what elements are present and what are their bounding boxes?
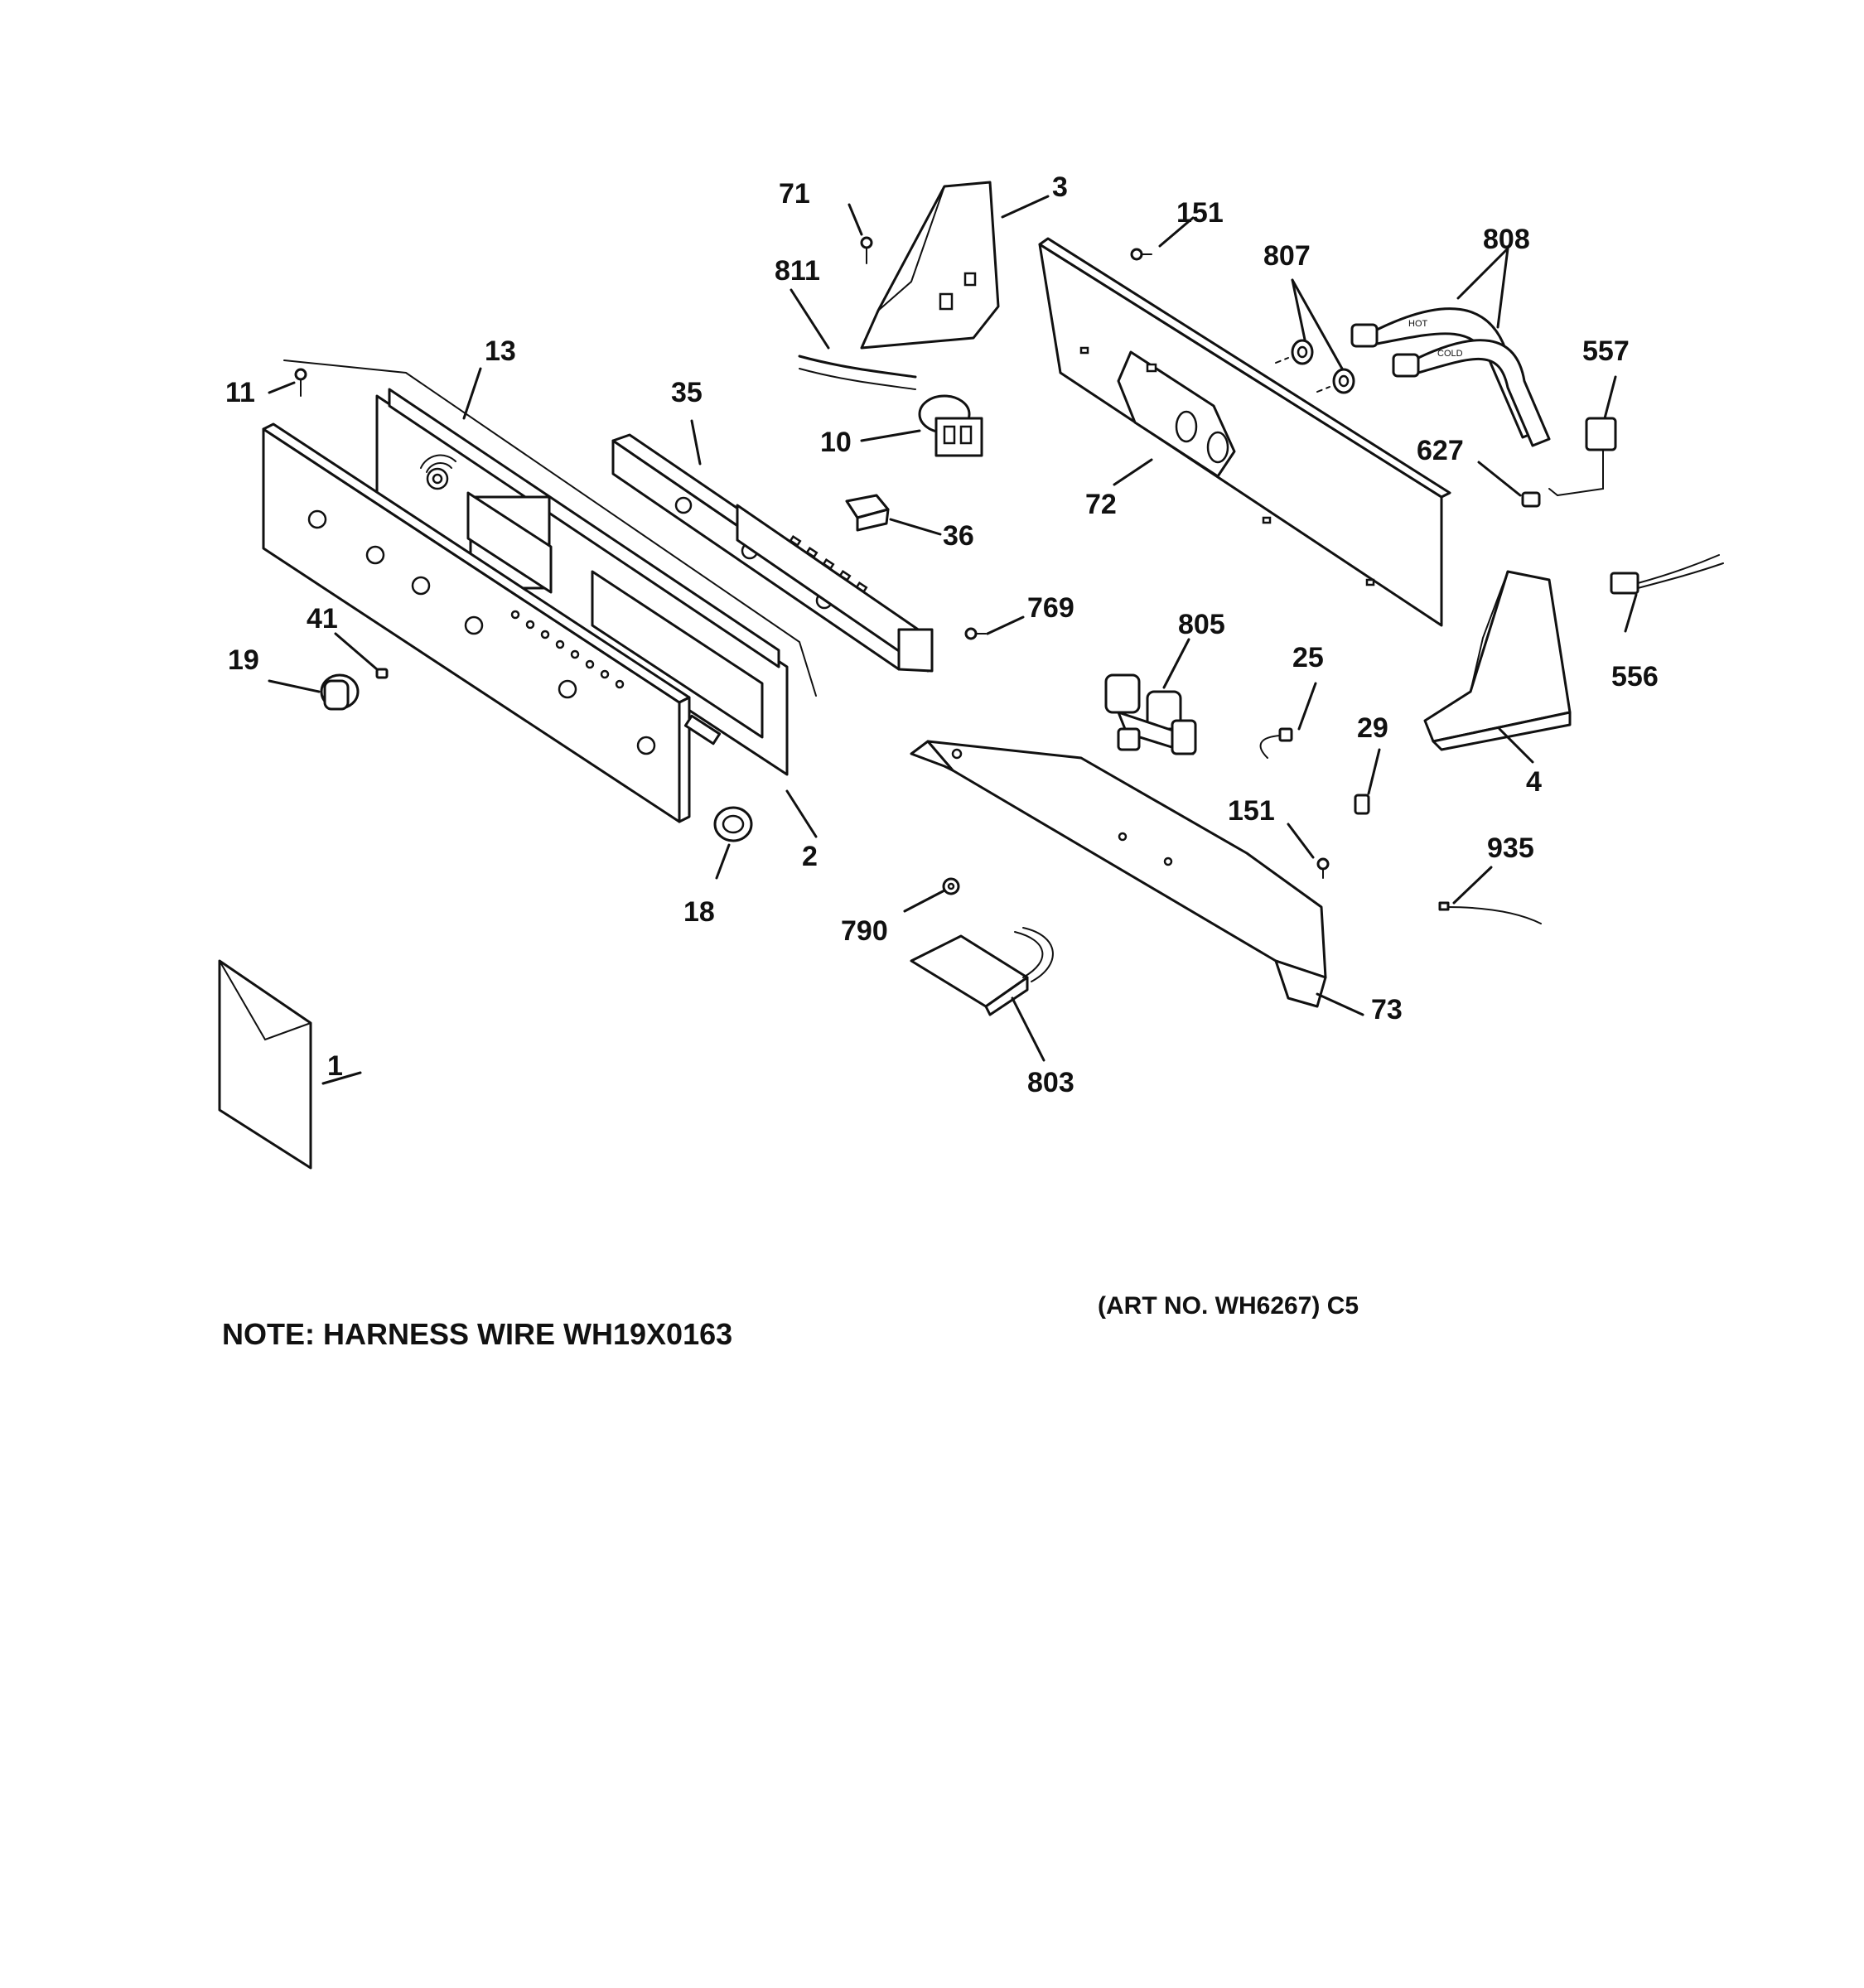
callout-151-lower: 151 bbox=[1228, 795, 1275, 827]
callout-19: 19 bbox=[228, 644, 259, 676]
callout-1: 1 bbox=[327, 1050, 343, 1082]
part-790-clamp bbox=[942, 877, 960, 895]
harness-wire-note: NOTE: HARNESS WIRE WH19X0163 bbox=[222, 1317, 733, 1351]
part-556-connector bbox=[1610, 554, 1724, 595]
part-18-grommet bbox=[713, 806, 753, 842]
callout-25: 25 bbox=[1292, 642, 1324, 673]
part-4-end-cap-right bbox=[1423, 570, 1572, 751]
callout-4: 4 bbox=[1526, 766, 1542, 798]
callout-811: 811 bbox=[775, 255, 820, 287]
callout-18: 18 bbox=[683, 896, 715, 928]
part-11-screw bbox=[294, 368, 307, 397]
part-151-screw-upper bbox=[1130, 248, 1152, 261]
part-36-clip bbox=[845, 494, 890, 532]
part-73-lower-bracket bbox=[910, 740, 1327, 1008]
part-151-screw-lower bbox=[1316, 857, 1330, 879]
callout-71: 71 bbox=[779, 178, 810, 210]
callout-807: 807 bbox=[1263, 240, 1311, 272]
part-25-sensor bbox=[1259, 727, 1293, 759]
part-41-set-screw bbox=[375, 668, 389, 679]
part-805-water-valve bbox=[1104, 673, 1197, 755]
callout-627: 627 bbox=[1417, 435, 1464, 466]
part-1-manual-envelope bbox=[218, 959, 312, 1170]
part-803-harness-bracket bbox=[910, 927, 1054, 1016]
part-557-connector bbox=[1548, 417, 1617, 496]
callout-2: 2 bbox=[802, 841, 818, 872]
part-807-washers bbox=[1275, 339, 1355, 394]
callout-935: 935 bbox=[1487, 832, 1534, 864]
callout-72: 72 bbox=[1085, 489, 1117, 520]
callout-805: 805 bbox=[1178, 609, 1225, 640]
part-769-screw bbox=[964, 627, 987, 640]
callout-labels: 1 2 3 4 10 11 13 18 19 25 29 35 36 41 71… bbox=[225, 171, 1659, 1098]
part-72-rear-panel bbox=[1038, 237, 1451, 627]
callout-803: 803 bbox=[1027, 1067, 1074, 1098]
part-71-screw bbox=[860, 236, 873, 264]
part-29-clip bbox=[1354, 794, 1370, 815]
callout-769: 769 bbox=[1027, 592, 1074, 624]
hose-tag-hot: HOT bbox=[1408, 319, 1428, 329]
callout-73: 73 bbox=[1371, 994, 1403, 1025]
part-3-end-cap-left bbox=[860, 181, 1000, 350]
art-number-label: (ART NO. WH6267) C5 bbox=[1098, 1292, 1359, 1320]
part-811-hose bbox=[798, 355, 917, 390]
part-2-control-panel-frame bbox=[375, 388, 789, 776]
part-935-ground-wire bbox=[1438, 901, 1542, 924]
callout-790: 790 bbox=[841, 915, 888, 947]
callout-13: 13 bbox=[485, 335, 516, 367]
callout-41: 41 bbox=[307, 603, 338, 635]
callout-808: 808 bbox=[1483, 224, 1530, 255]
hose-tag-cold: COLD bbox=[1437, 349, 1463, 359]
callout-29: 29 bbox=[1357, 712, 1388, 744]
callout-556: 556 bbox=[1611, 661, 1659, 692]
part-10-pressure-switch bbox=[918, 394, 983, 457]
part-627-connector bbox=[1521, 491, 1541, 508]
part-13-trim-outline bbox=[283, 359, 817, 697]
callout-10: 10 bbox=[820, 427, 852, 458]
part-19-knob bbox=[320, 673, 360, 711]
callout-557: 557 bbox=[1582, 335, 1630, 367]
part-808-inlet-hoses: HOT COLD bbox=[1350, 307, 1551, 447]
callout-36: 36 bbox=[943, 520, 974, 552]
callout-151-upper: 151 bbox=[1176, 197, 1224, 229]
callout-11: 11 bbox=[225, 377, 255, 408]
part-2-control-panel-face bbox=[262, 422, 722, 823]
callout-35: 35 bbox=[671, 377, 703, 408]
leader-lines bbox=[268, 195, 1638, 1085]
part-35-bracket bbox=[611, 433, 934, 673]
callout-3: 3 bbox=[1052, 171, 1068, 203]
